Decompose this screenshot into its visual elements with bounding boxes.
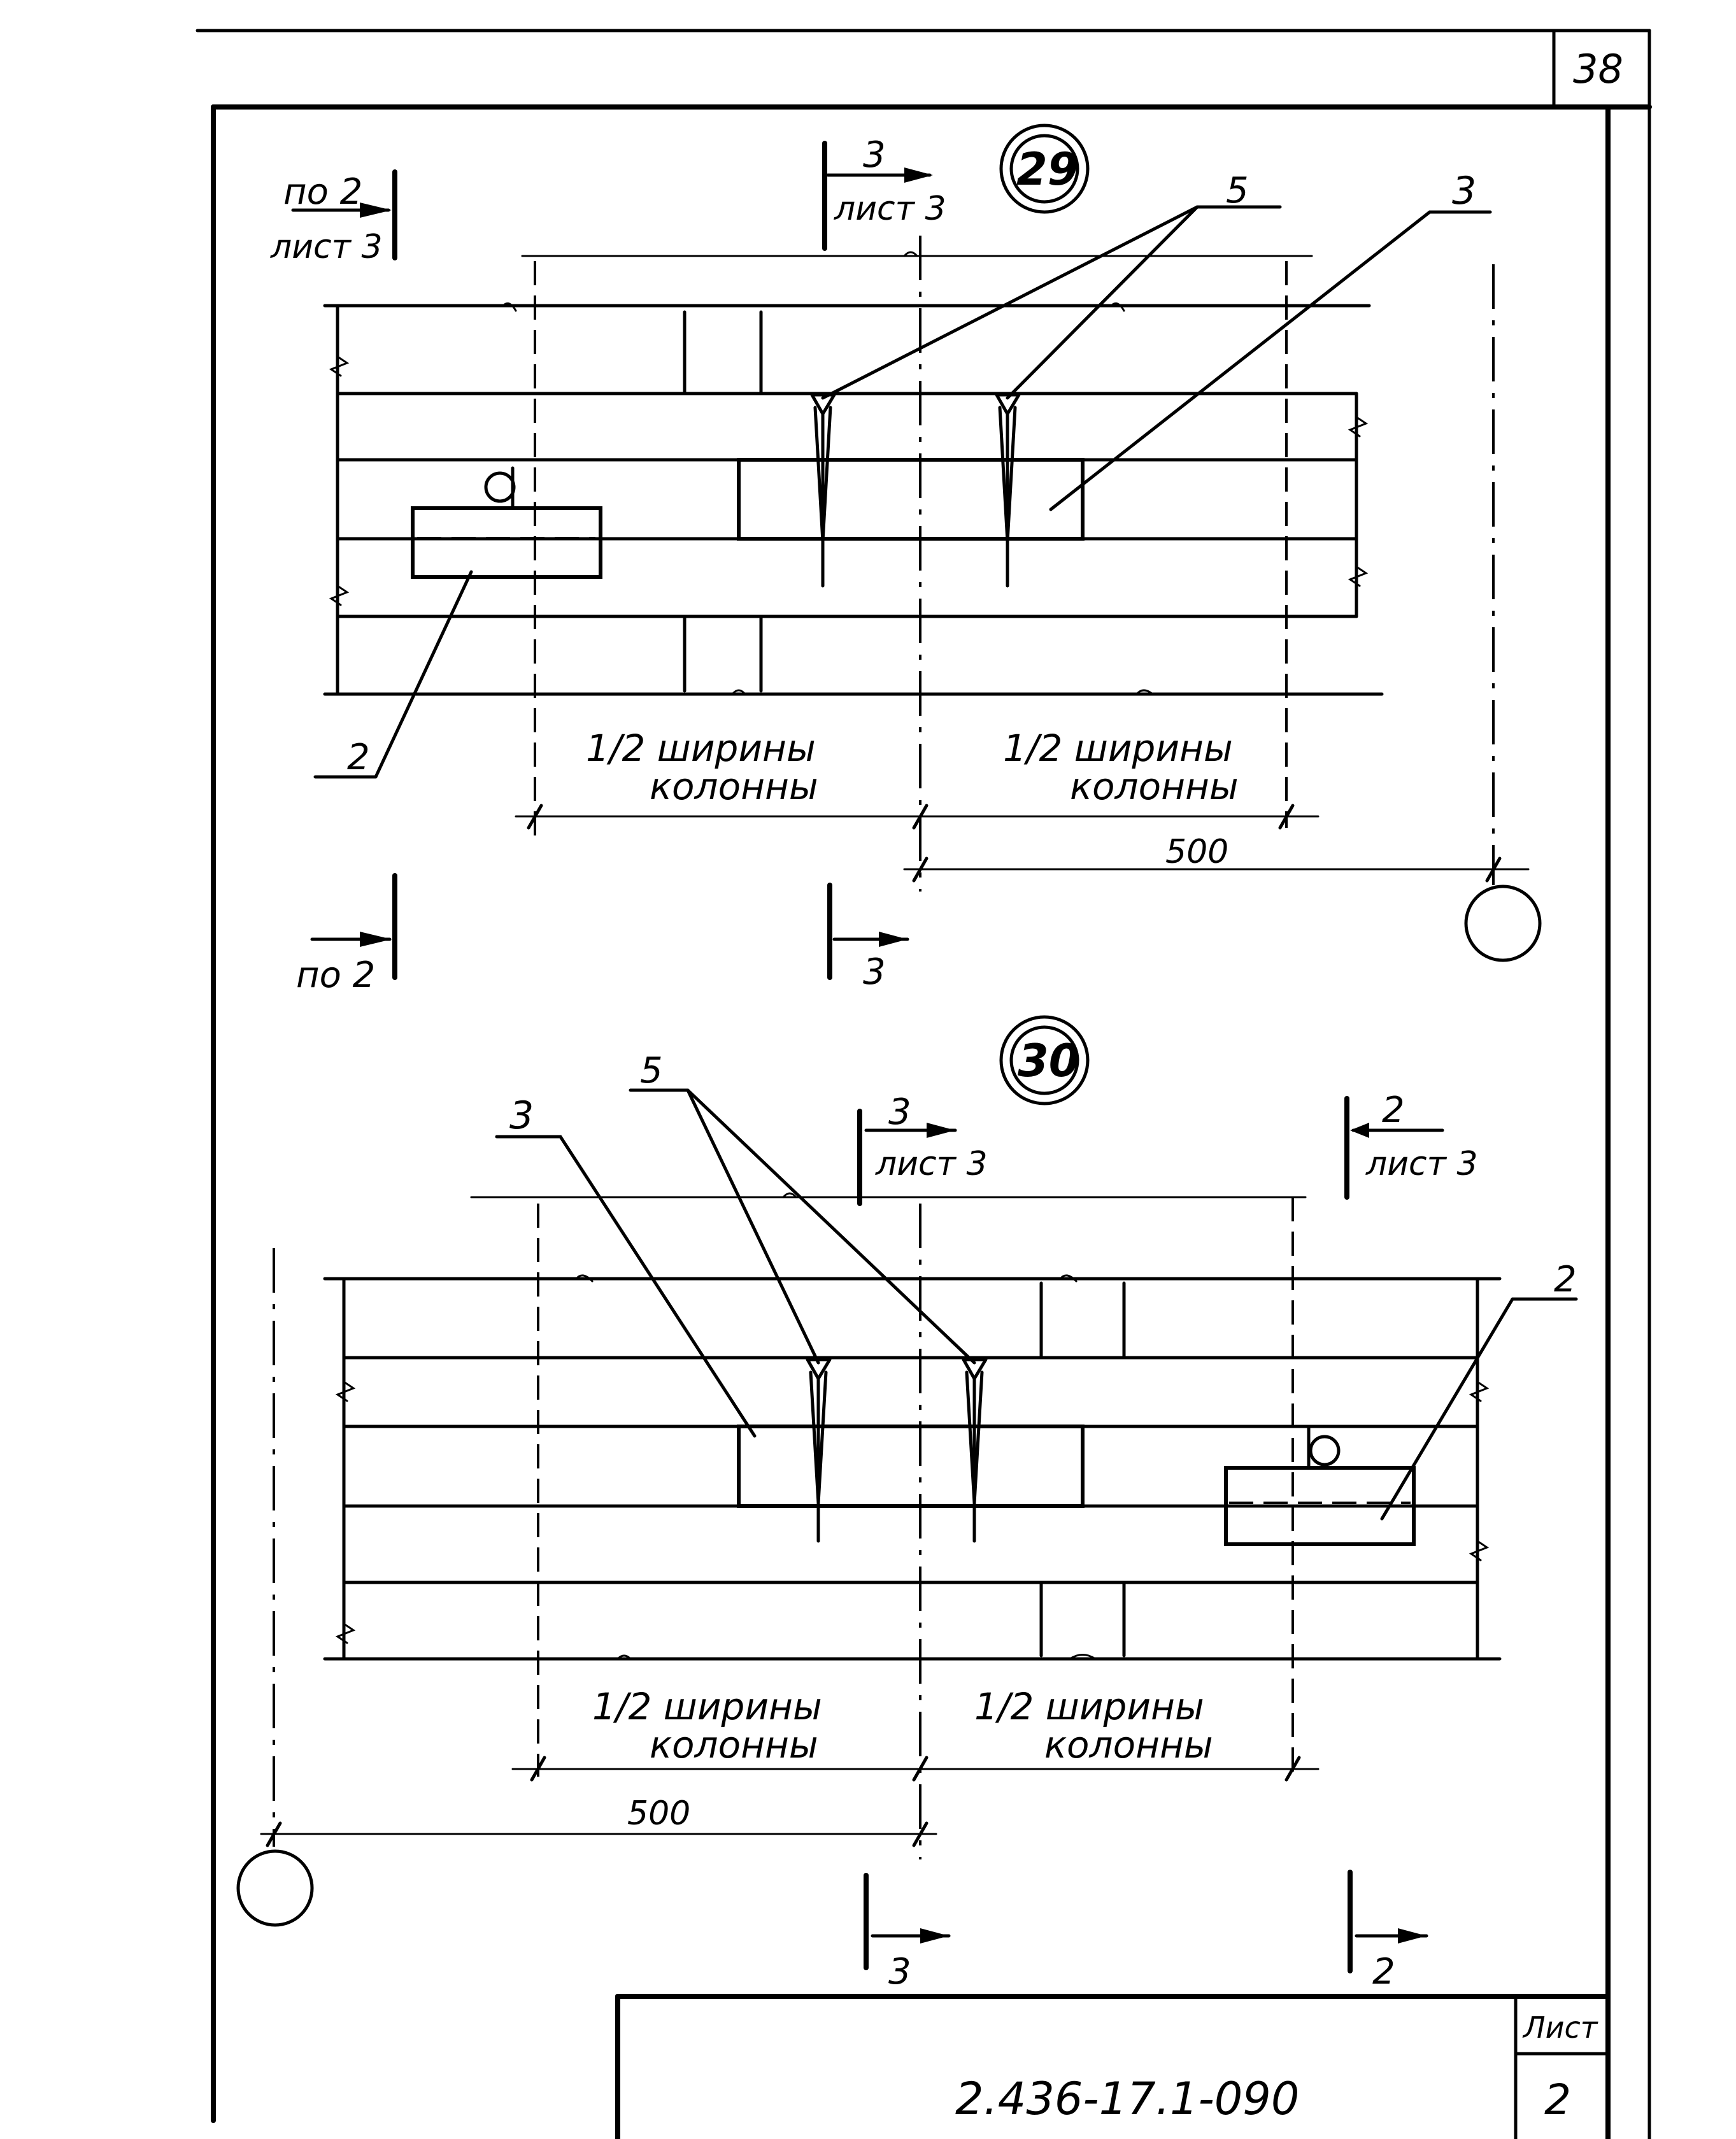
dim-right-line1-30: 1/2 ширины	[974, 1685, 1204, 1728]
svg-text:3: 3	[863, 134, 886, 176]
dim-right-line1-29: 1/2 ширины	[1003, 727, 1233, 770]
anchors-item-5-30	[806, 1358, 988, 1543]
section-mark-30-mid-bottom: 3	[864, 1873, 951, 1993]
sheet-frame: 38	[196, 29, 1652, 2139]
callout-2-30: 2	[1554, 1259, 1577, 1300]
svg-text:лист 3: лист 3	[270, 228, 383, 266]
section-mark-left-bottom: по 2	[296, 873, 397, 996]
dim-left-line1-29: 1/2 ширины	[586, 727, 816, 770]
title-block: 2.436-17.1-090 Лист 2	[615, 1994, 1611, 2139]
element-item-2-30	[1224, 1425, 1416, 1546]
callout-5-30: 5	[640, 1050, 663, 1091]
callout-3-30: 3	[509, 1093, 534, 1138]
sheet-label: Лист	[1522, 2010, 1598, 2045]
section-mark-30-right-top: 2 лист 3	[1344, 1090, 1478, 1200]
section-mark-mid-top: 3 лист 3	[822, 134, 946, 251]
dim-right-line2-29: колонны	[1070, 765, 1239, 808]
dim-500-29: 500	[1165, 833, 1228, 871]
svg-text:по 2: по 2	[283, 171, 362, 213]
section-mark-30-right-bottom: 2	[1348, 1870, 1428, 1993]
detail-29-number: 29	[1016, 143, 1078, 195]
svg-text:лист 3: лист 3	[1365, 1145, 1478, 1183]
svg-text:по 2: по 2	[296, 955, 375, 996]
section-mark-left-top: по 2 лист 3	[270, 169, 397, 266]
callout-5-29: 5	[1226, 170, 1249, 211]
svg-text:лист 3: лист 3	[875, 1145, 988, 1183]
detail-29: 29 по 2 лист 3 по 2 3 лист 3	[270, 124, 1542, 996]
dim-left-line1-30: 1/2 ширины	[592, 1685, 822, 1728]
section-mark-30-mid-top: 3 лист 3	[857, 1091, 988, 1206]
svg-text:2: 2	[1382, 1090, 1405, 1131]
axis-bubble-30	[236, 1849, 314, 1927]
svg-text:лист 3: лист 3	[834, 190, 946, 228]
callout-2-29: 2	[347, 737, 370, 778]
svg-text:2: 2	[1372, 1951, 1395, 1993]
masonry-rows-29	[323, 302, 1384, 696]
callout-3-29: 3	[1452, 169, 1476, 213]
dim-left-line2-30: колонны	[650, 1723, 818, 1766]
axis-bubble-29	[1464, 885, 1542, 962]
svg-text:3: 3	[863, 951, 886, 993]
plate-item-3-30	[737, 1425, 1085, 1508]
svg-text:3: 3	[888, 1091, 911, 1133]
drawing-code: 2.436-17.1-090	[955, 2073, 1299, 2125]
page-number: 38	[1573, 46, 1623, 92]
dim-500-30: 500	[627, 1794, 690, 1833]
detail-30-number: 30	[1018, 1035, 1079, 1087]
element-item-2	[411, 466, 602, 579]
svg-text:3: 3	[888, 1951, 911, 1993]
dim-left-line2-29: колонны	[650, 765, 818, 808]
sheet-value: 2	[1544, 2075, 1571, 2124]
section-mark-mid-bottom: 3	[827, 883, 909, 993]
anchors-item-5	[810, 393, 1021, 588]
detail-30: 30 3 лист 3 2 лист 3 3 2	[236, 1015, 1578, 1993]
dim-right-line2-30: колонны	[1044, 1723, 1213, 1766]
plate-item-3	[737, 458, 1085, 541]
